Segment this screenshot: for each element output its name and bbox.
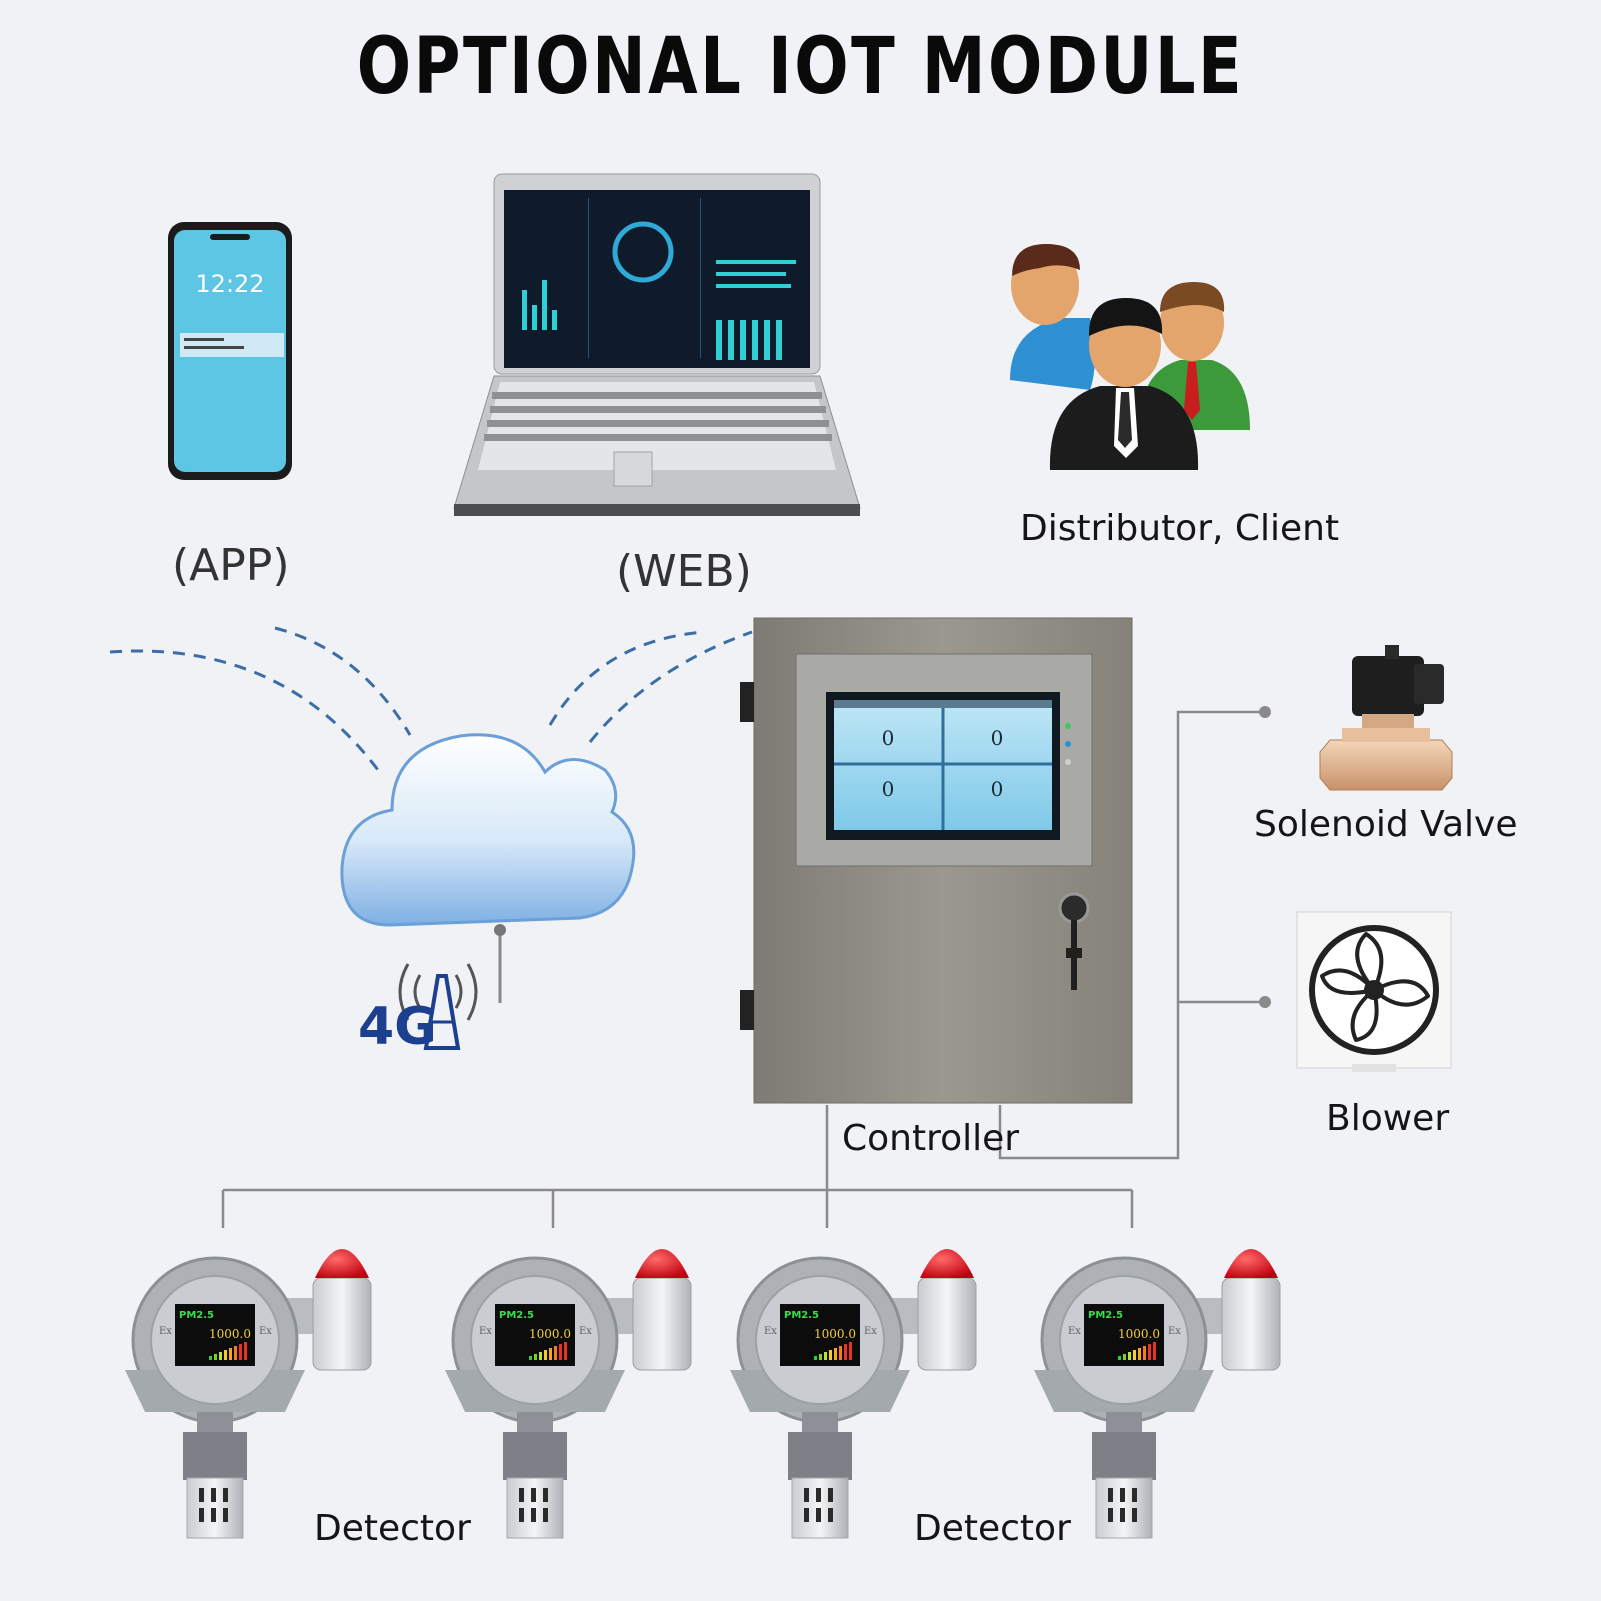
gas-detector-icon: PM2.5 1000.0 Ex Ex	[1034, 1249, 1281, 1539]
ex-mark: Ex	[479, 1326, 492, 1337]
cloud-icon	[340, 733, 636, 927]
phone-time: 12:22	[195, 270, 264, 298]
detector-value: 1000.0	[209, 1327, 251, 1341]
antenna-4g-icon	[398, 963, 478, 1050]
detector-group: PM2.5 1000.0 Ex Ex PM2.5 1000.0 Ex Ex PM2.5 1000.…	[125, 1249, 1281, 1539]
ex-mark: Ex	[764, 1326, 777, 1337]
gas-detector-icon: PM2.5 1000.0 Ex Ex	[445, 1249, 692, 1539]
network-label: 4G	[358, 997, 437, 1057]
wire-node-blower	[1259, 996, 1271, 1008]
blower-fan-icon	[1296, 911, 1452, 1072]
solenoid-valve-label: Solenoid Valve	[1254, 804, 1518, 845]
blower-label: Blower	[1326, 1098, 1450, 1139]
reading-3: 0	[882, 777, 895, 801]
reading-2: 0	[991, 726, 1004, 750]
ex-mark: Ex	[259, 1326, 272, 1337]
alarm-beacon	[1224, 1249, 1278, 1278]
detector-value: 1000.0	[814, 1327, 856, 1341]
detector-label-plate	[183, 1432, 247, 1480]
reading-1: 0	[882, 726, 895, 750]
alarm-beacon	[635, 1249, 689, 1278]
laptop-icon	[453, 173, 861, 516]
ex-mark: Ex	[1068, 1326, 1081, 1337]
ex-mark: Ex	[864, 1326, 877, 1337]
gas-detector-icon: PM2.5 1000.0 Ex Ex	[730, 1249, 977, 1539]
web-label: (WEB)	[616, 546, 752, 597]
reading-4: 0	[991, 777, 1004, 801]
detector-label-left: Detector	[314, 1508, 471, 1549]
people-icon	[1010, 244, 1250, 470]
wireless-links	[109, 626, 753, 771]
gas-detector-icon: PM2.5 1000.0 Ex Ex	[125, 1249, 372, 1539]
ex-mark: Ex	[1168, 1326, 1181, 1337]
wiring	[221, 710, 1265, 1228]
control-cabinet-icon	[740, 617, 1133, 1104]
antenna-post-dot	[494, 924, 506, 936]
detector-value: 1000.0	[529, 1327, 571, 1341]
detector-parameter: PM2.5	[1088, 1310, 1123, 1321]
alarm-beacon	[315, 1249, 369, 1278]
detector-label-plate	[503, 1432, 567, 1480]
app-label: (APP)	[172, 540, 290, 591]
ex-mark: Ex	[579, 1326, 592, 1337]
smartphone-icon	[168, 222, 292, 480]
diagram-title: OPTIONAL IOT MODULE	[356, 22, 1245, 112]
detector-label-plate	[788, 1432, 852, 1480]
ex-mark: Ex	[159, 1326, 172, 1337]
wire-node-valve	[1259, 706, 1271, 718]
alarm-beacon	[920, 1249, 974, 1278]
detector-label-plate	[1092, 1432, 1156, 1480]
detector-parameter: PM2.5	[499, 1310, 534, 1321]
detector-value: 1000.0	[1118, 1327, 1160, 1341]
detector-parameter: PM2.5	[179, 1310, 214, 1321]
distributor-client-label: Distributor, Client	[1020, 508, 1340, 549]
detector-parameter: PM2.5	[784, 1310, 819, 1321]
detector-label-right: Detector	[914, 1508, 1071, 1549]
solenoid-valve-icon	[1319, 645, 1453, 791]
controller-label: Controller	[842, 1118, 1020, 1159]
